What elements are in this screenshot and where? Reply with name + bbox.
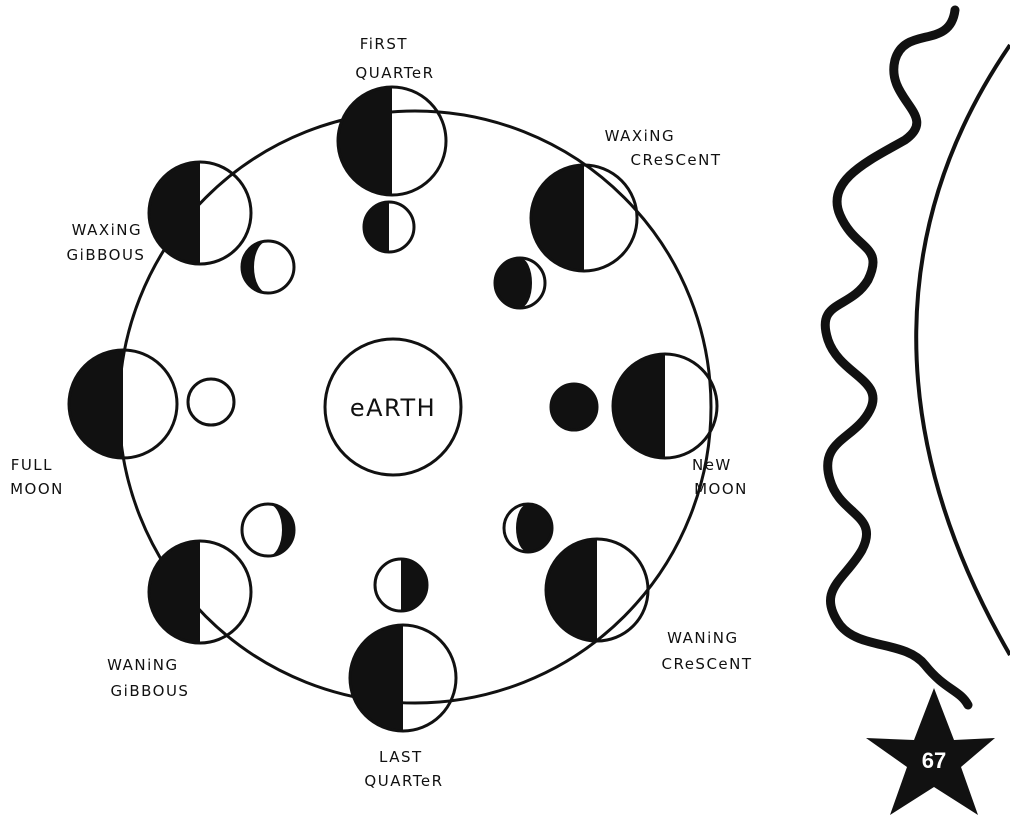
label-full-moon: FULL MOON bbox=[10, 456, 64, 498]
label-waning-gibbous: WANiNG GiBBOUS bbox=[107, 656, 189, 700]
appearance-waning-gibbous bbox=[242, 504, 294, 556]
earth: eARTH bbox=[325, 339, 461, 475]
label-last-quarter: LAST QUARTeR bbox=[364, 748, 443, 790]
orbit-moon-last-quarter bbox=[350, 625, 456, 731]
appearance-last-quarter bbox=[375, 559, 427, 611]
appearance-waxing-gibbous bbox=[242, 241, 294, 293]
page-number: 67 bbox=[922, 748, 946, 773]
sun-body-edge bbox=[916, 45, 1010, 655]
label-first-quarter: FiRST QUARTeR bbox=[355, 35, 434, 82]
appearance-first-quarter bbox=[364, 202, 414, 252]
sun-wavy-edge bbox=[825, 10, 968, 705]
label-new-moon: NeW MOON bbox=[692, 456, 748, 498]
earth-label: eARTH bbox=[350, 394, 436, 422]
label-waning-crescent: WANiNG CReSCeNT bbox=[661, 629, 752, 673]
appearance-full-moon bbox=[188, 379, 234, 425]
appearance-new-moon bbox=[551, 384, 597, 430]
orbit-moon-waxing-crescent bbox=[531, 165, 637, 271]
orbit-moon-waning-gibbous bbox=[149, 541, 251, 643]
page-number-star: 67 bbox=[866, 688, 995, 815]
appearance-waxing-crescent bbox=[495, 258, 545, 308]
orbit-moon-first-quarter bbox=[338, 87, 446, 195]
label-waxing-crescent: WAXiNG CReSCeNT bbox=[605, 127, 722, 169]
orbit-moon-full bbox=[69, 350, 177, 458]
sun bbox=[825, 10, 1010, 705]
label-waxing-gibbous: WAXiNG GiBBOUS bbox=[67, 221, 149, 264]
orbit-moon-new bbox=[613, 354, 717, 458]
appearance-waning-crescent bbox=[504, 504, 552, 552]
orbit-moon-waning-crescent bbox=[546, 539, 648, 641]
orbit-moon-waxing-gibbous bbox=[149, 162, 251, 264]
